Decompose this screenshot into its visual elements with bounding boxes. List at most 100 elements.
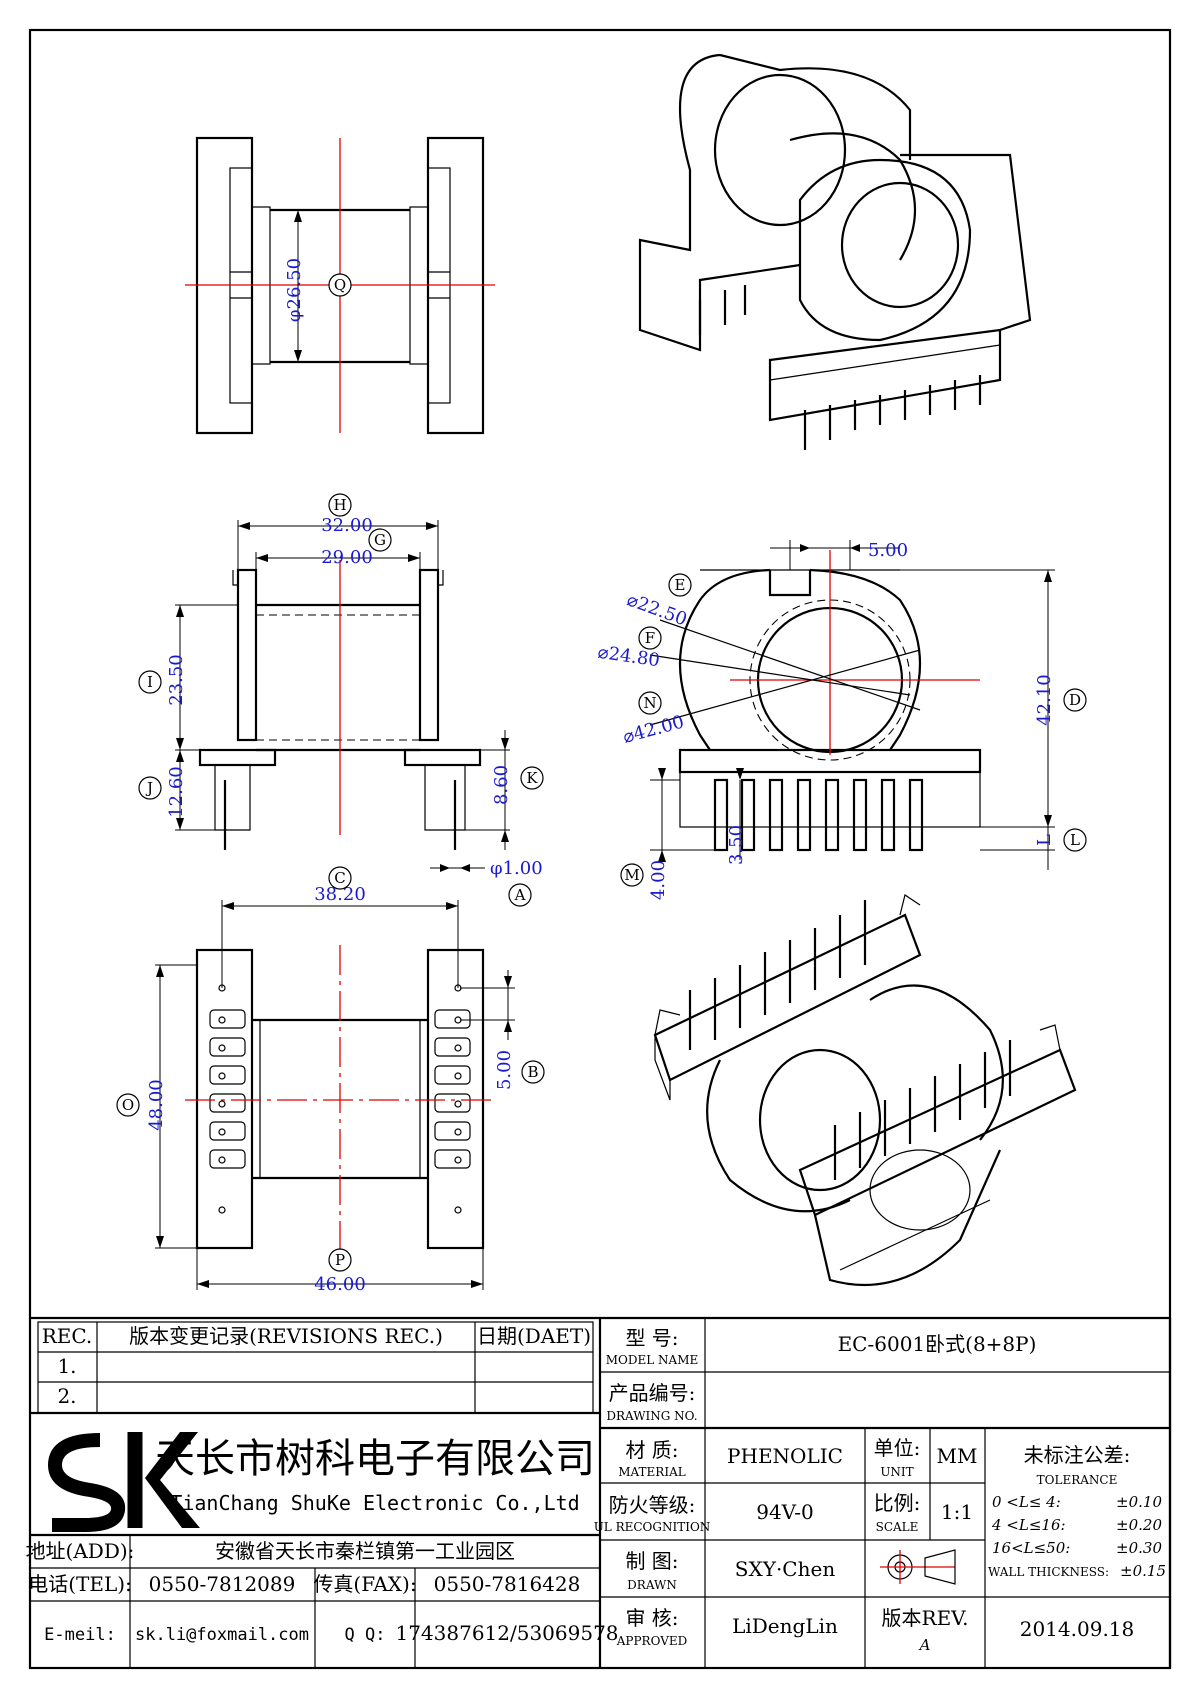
label-a: A [514,886,526,904]
tel-value: 0550-7812089 [149,1572,296,1596]
unit-label-en: UNIT [880,1465,913,1479]
label-m: M [624,866,639,884]
tolerance-value-3: ±0.30 [1116,1539,1162,1557]
drawing-label-en: DRAWING NO. [606,1409,697,1423]
fax-label: 传真(FAX): [313,1572,416,1596]
dim-5-top: 5.00 [868,540,908,561]
label-circle-f [638,626,662,650]
dim-42-10: 42.10 [1034,674,1055,726]
label-g: G [374,531,386,549]
rev-header-date: 日期(DAET) [477,1324,591,1348]
material-value: PHENOLIC [727,1444,843,1468]
tolerance-value-1: ±0.10 [1116,1493,1162,1511]
fire-label-cn: 防火等级: [609,1493,696,1517]
label-circle-q [328,273,352,297]
label-circle-l [1063,828,1087,852]
rev-row-2: 2. [57,1384,76,1408]
label-circle-n [638,691,662,715]
label-h: H [333,496,346,514]
dim-12-60: 12.60 [166,766,187,818]
tolerance-title-cn: 未标注公差: [1024,1443,1131,1467]
model-label-en: MODEL NAME [606,1353,699,1367]
label-circle-m [620,863,644,887]
dim-phi42: ⌀42.00 [621,711,687,747]
wall-thickness-value: ±0.15 [1120,1562,1166,1580]
scale-label-en: SCALE [876,1520,919,1534]
material-label-cn: 材 质: [625,1438,678,1462]
label-circle-a [508,883,532,907]
dim-phi26-50: φ26.50 [284,258,305,322]
model-label-cn: 型 号: [625,1326,678,1350]
isometric-view-top [638,53,1032,450]
approved-value: LiDengLin [732,1614,838,1638]
label-i: I [147,673,153,691]
fire-value: 94V-0 [756,1500,814,1524]
title-block-lines [30,1316,1172,1668]
dim-5-side: 5.00 [494,1050,515,1090]
unit-label-cn: 单位: [874,1436,921,1460]
dim-32: 32.00 [321,515,373,536]
drawn-label-en: DRAWN [627,1578,677,1592]
rev-label: 版本REV. [882,1606,969,1630]
qq-value: 174387612/53069578 [395,1621,618,1645]
label-circle-o [116,1093,140,1117]
bottom-view [155,900,515,1290]
scale-value: 1:1 [941,1500,973,1524]
approved-label-en: APPROVED [616,1634,688,1648]
dim-phi1: φ1.00 [490,858,543,879]
mail-label: E-meil: [44,1625,116,1645]
company-logo [47,1432,200,1532]
label-d: D [1069,691,1081,709]
label-circle-h [328,493,352,517]
label-circle-c [328,866,352,890]
label-circle-e [668,573,692,597]
drawing-label-cn: 产品编号: [609,1381,696,1405]
qq-label: Q Q: [345,1625,386,1645]
date-value: 2014.09.18 [1020,1617,1135,1641]
label-circle-j [138,776,162,800]
dim-38-20: 38.20 [314,884,366,905]
drawn-value: SXY·Chen [735,1557,836,1581]
mail-value: sk.li@foxmail.com [135,1625,309,1645]
drawn-label-cn: 制 图: [625,1549,678,1573]
fax-value: 0550-7816428 [434,1572,581,1596]
label-e: E [675,576,686,594]
label-p: P [335,1251,345,1269]
label-l: L [1070,831,1080,849]
label-k: K [526,769,538,787]
label-circle-p [328,1248,352,1272]
material-label-en: MATERIAL [618,1465,686,1479]
label-o: O [122,1096,134,1114]
dim-3-50: 3.50 [726,825,747,865]
tolerance-value-2: ±0.20 [1116,1516,1162,1534]
projection-symbol-icon [880,1549,956,1585]
label-circle-d [1063,688,1087,712]
label-circle-g [368,528,392,552]
rev-header-rec: REC. [42,1324,93,1348]
label-b: B [527,1063,538,1081]
fire-label-en: UL RECOGNITION [594,1520,711,1534]
scale-label-cn: 比例: [874,1491,921,1515]
label-n: N [643,694,656,712]
tolerance-range-2: 4 <L≤16: [991,1516,1066,1534]
side-view-top [185,136,495,435]
isometric-view-bottom [653,894,1077,1287]
label-circle-k [520,766,544,790]
tel-label: 电话(TEL): [28,1572,132,1596]
dim-29: 29.00 [321,547,373,568]
rev-value: A [918,1636,931,1654]
unit-value: MM [937,1444,978,1468]
label-circle-b [521,1060,545,1084]
tolerance-range-3: 16<L≤50: [992,1539,1070,1557]
dim-23-50: 23.50 [166,654,187,706]
model-value: EC-6001卧式(8+8P) [838,1332,1037,1356]
label-circle-i [138,670,162,694]
label-j: J [145,779,153,797]
label-c: C [334,869,345,887]
dim-46: 46.00 [314,1274,366,1295]
rev-header-record: 版本变更记录(REVISIONS REC.) [129,1324,443,1348]
dim-4: 4.00 [648,860,669,900]
end-view [649,540,1055,870]
addr-value: 安徽省天长市秦栏镇第一工业园区 [215,1539,515,1563]
